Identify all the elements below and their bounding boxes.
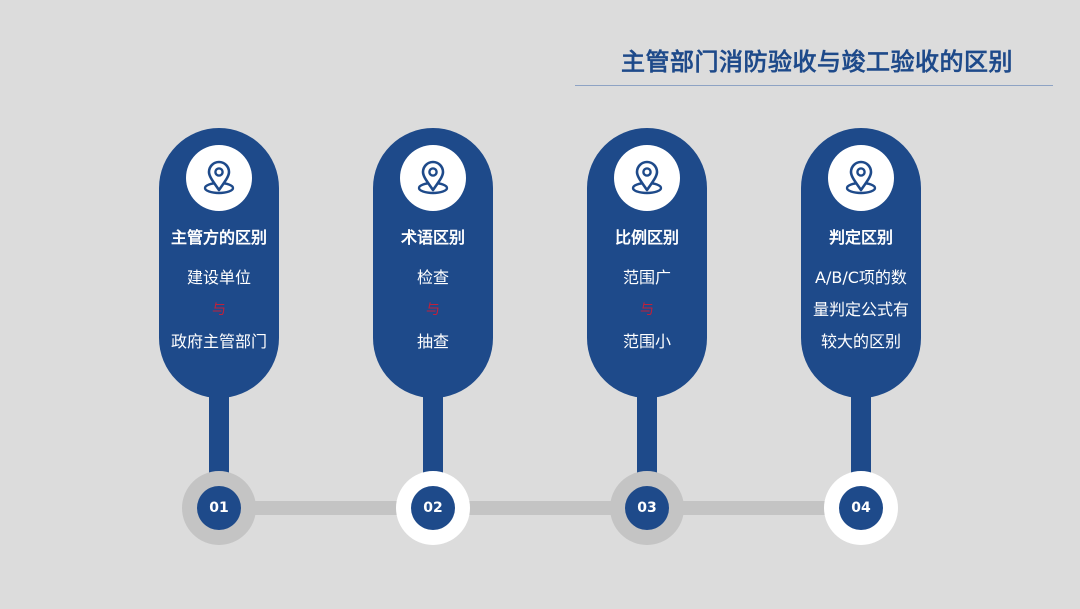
card-text: A/B/C项的数 量判定公式有 较大的区别 [801,262,921,358]
page-title: 主管部门消防验收与竣工验收的区别 [621,48,1013,76]
card-text: 建设单位 与 政府主管部门 [159,262,279,358]
card-1: 主管方的区别 建设单位 与 政府主管部门 [159,128,279,398]
card-title: 术语区别 [400,228,465,247]
location-pin-icon [203,160,235,195]
card-2: 术语区别 检查 与 抽查 [373,128,493,398]
card-title: 主管方的区别 [170,228,267,247]
location-pin-icon [417,160,449,195]
step-number: 04 [839,486,883,530]
card-text: 范围广 与 范围小 [587,262,707,358]
card-connector: 与 [212,302,226,318]
card-4: 判定区别 A/B/C项的数 量判定公式有 较大的区别 [801,128,921,398]
card-3: 比例区别 范围广 与 范围小 [587,128,707,398]
card-title: 判定区别 [828,228,893,247]
card-line: 量判定公式有 [812,300,909,319]
card-line: 政府主管部门 [170,332,267,351]
title-underline [575,85,1053,86]
step-ring: 01 [182,471,256,545]
step-number: 03 [625,486,669,530]
icon-badge [400,145,466,211]
step-number: 02 [411,486,455,530]
card-text: 检查 与 抽查 [373,262,493,358]
location-pin-icon [631,160,663,195]
card-title: 比例区别 [614,228,679,247]
icon-badge [614,145,680,211]
card-line: 范围广 [622,268,671,287]
card-connector: 与 [640,302,654,318]
timeline-track [220,501,862,515]
step-ring: 02 [396,471,470,545]
step-ring: 03 [610,471,684,545]
location-pin-icon [845,160,877,195]
card-line: A/B/C项的数 [815,268,907,287]
icon-badge [828,145,894,211]
card-line: 抽查 [416,332,449,351]
icon-badge [186,145,252,211]
step-ring: 04 [824,471,898,545]
card-line: 检查 [416,268,449,287]
step-number: 01 [197,486,241,530]
card-line: 较大的区别 [820,332,901,351]
card-connector: 与 [426,302,440,318]
card-line: 范围小 [622,332,671,351]
card-line: 建设单位 [186,268,251,287]
